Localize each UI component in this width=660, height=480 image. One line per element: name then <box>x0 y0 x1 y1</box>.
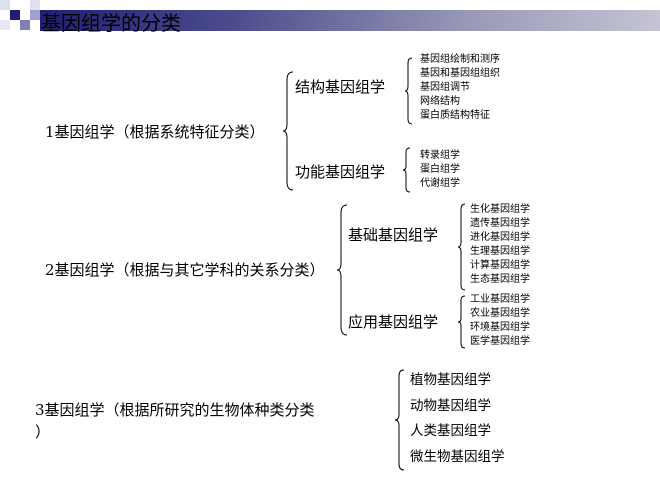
list-item: 基因组绘制和测序 <box>420 54 500 65</box>
list-item: 医学基因组学 <box>470 336 530 347</box>
list-item: 生化基因组学 <box>470 204 530 215</box>
group1-label: 1基因组学（根据系统特征分类） <box>45 123 265 141</box>
brace-icon <box>404 57 413 125</box>
list-item: 植物基因组学 <box>410 372 491 388</box>
brace-icon <box>457 203 466 291</box>
brace-icon <box>402 147 411 193</box>
applied-items: 工业基因组学 农业基因组学 环境基因组学 医学基因组学 <box>470 293 530 349</box>
decor-square <box>30 0 40 10</box>
list-item: 遗传基因组学 <box>470 218 530 229</box>
organism-items: 植物基因组学 动物基因组学 人类基因组学 微生物基因组学 <box>410 368 505 471</box>
decor-square <box>20 20 30 30</box>
title-bar <box>40 10 660 31</box>
brace-icon <box>336 204 348 336</box>
brace-icon <box>282 71 294 191</box>
list-item: 计算基因组学 <box>470 260 530 271</box>
list-item: 转录组学 <box>420 150 460 161</box>
list-item: 网络结构 <box>420 96 460 107</box>
list-item: 基因和基因组组织 <box>420 68 500 79</box>
functional-items: 转录组学 蛋白组学 代谢组学 <box>420 149 460 191</box>
basic-genomics-label: 基础基因组学 <box>348 226 439 244</box>
group2-label: 2基因组学（根据与其它学科的关系分类） <box>45 261 325 279</box>
page-title: 基因组学的分类 <box>41 11 181 35</box>
decor-square <box>0 0 10 10</box>
list-item: 动物基因组学 <box>410 397 491 414</box>
list-item: 微生物基因组学 <box>410 449 505 466</box>
applied-genomics-label: 应用基因组学 <box>348 313 439 331</box>
structural-items: 基因组绘制和测序 基因和基因组组织 基因组调节 网络结构 蛋白质结构特征 <box>420 53 500 123</box>
list-item: 代谢组学 <box>420 178 460 189</box>
list-item: 蛋白质结构特征 <box>420 110 490 121</box>
list-item: 蛋白组学 <box>420 164 460 175</box>
brace-icon <box>394 369 405 471</box>
group3-label-line2: ） <box>35 423 51 441</box>
structural-genomics-label: 结构基因组学 <box>295 78 386 96</box>
decor-square <box>30 10 40 20</box>
functional-genomics-label: 功能基因组学 <box>295 163 386 181</box>
brace-icon <box>457 295 466 349</box>
list-item: 工业基因组学 <box>470 294 530 305</box>
list-item: 环境基因组学 <box>470 322 530 333</box>
decor-square <box>10 10 20 20</box>
list-item: 农业基因组学 <box>470 308 530 319</box>
group3-label-line1: 3基因组学（根据所研究的生物体种类分类 <box>35 401 315 419</box>
list-item: 进化基因组学 <box>470 232 530 243</box>
list-item: 生理基因组学 <box>470 246 530 257</box>
basic-items: 生化基因组学 遗传基因组学 进化基因组学 生理基因组学 计算基因组学 生态基因组… <box>470 203 530 287</box>
list-item: 生态基因组学 <box>470 274 530 285</box>
list-item: 人类基因组学 <box>410 423 491 440</box>
decor-square <box>0 20 10 30</box>
list-item: 基因组调节 <box>420 82 470 93</box>
